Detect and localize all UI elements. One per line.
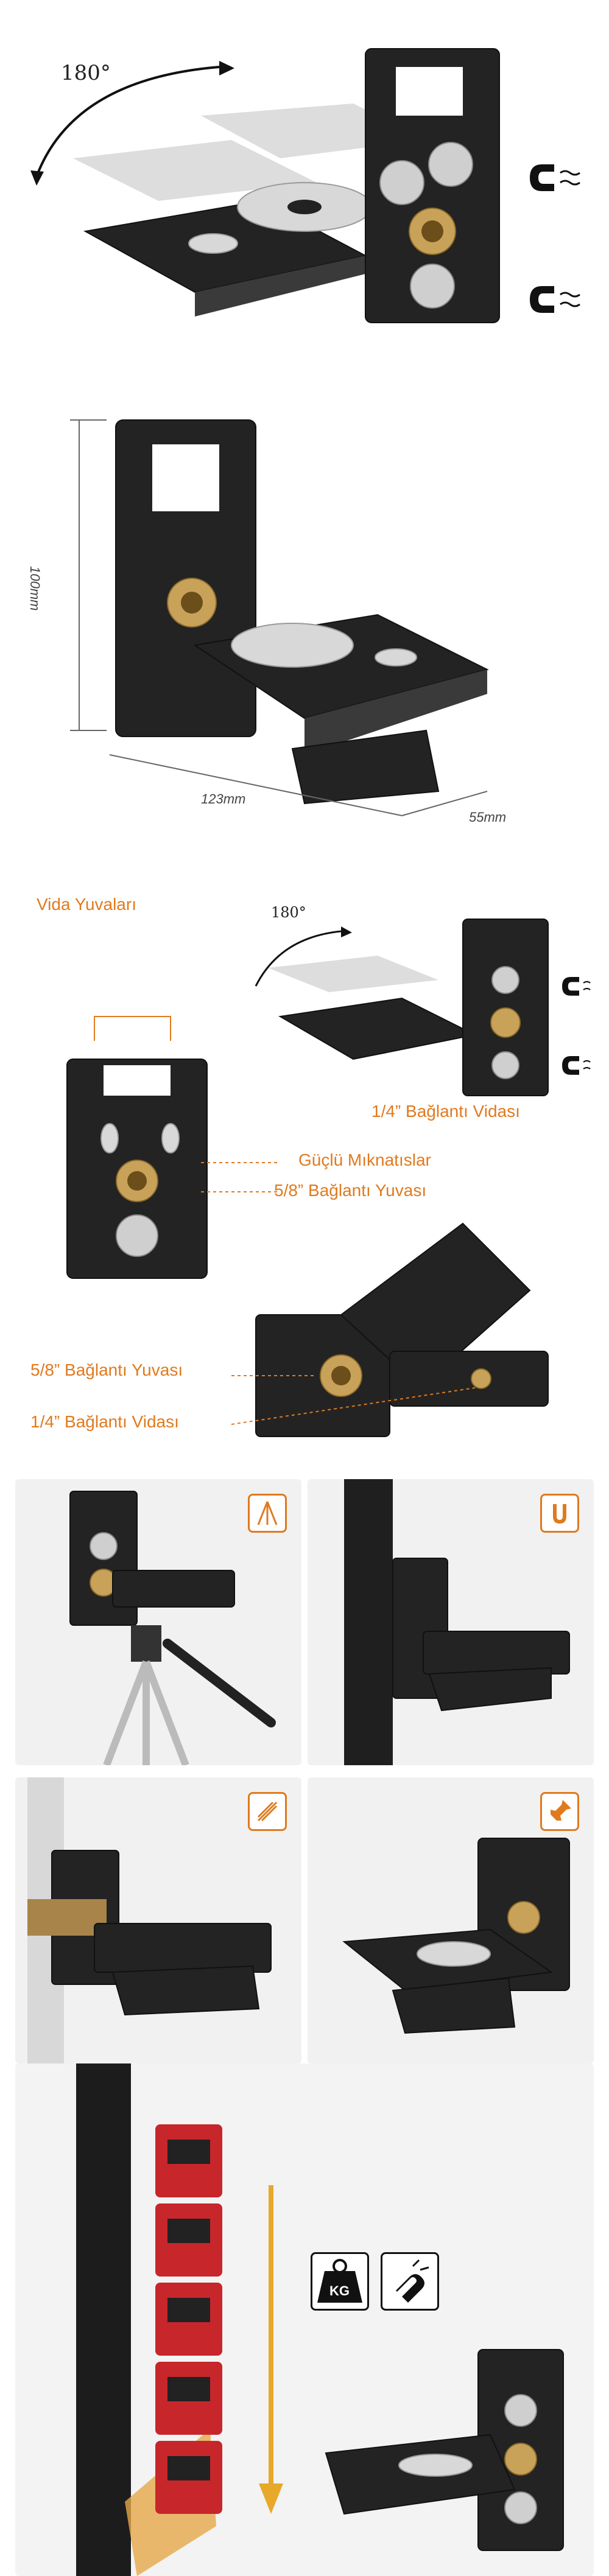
mini-rotation-arrow [255, 930, 342, 987]
bracket-slot [396, 67, 463, 116]
screw-slots-label: Vida Yuvaları [37, 895, 136, 914]
screw-14-label: 1/4” Bağlantı Vidası [371, 1102, 520, 1121]
hero-illustration [30, 48, 580, 323]
base-plate-edge [195, 256, 365, 317]
magnet-top-right [428, 142, 473, 187]
lower-bracket-arm [389, 1351, 549, 1407]
dimensions-illustration [70, 419, 489, 816]
magnet-icon [530, 286, 580, 313]
magnet-icon [381, 2252, 439, 2311]
dim-screw [375, 648, 417, 667]
usage-grid [0, 1479, 609, 2088]
base-screw [188, 233, 238, 254]
mini-rotation-label: 180° [271, 904, 306, 921]
mini-base-plate [278, 997, 477, 1060]
pin-icon [540, 1792, 579, 1831]
height-label: 100mm [27, 566, 43, 611]
screw-14-label-2: 1/4” Bağlantı Vidası [30, 1412, 179, 1431]
magnet-bottom [410, 264, 455, 309]
hero-panel: 180° [0, 0, 609, 365]
mini-ghost-plate [268, 956, 438, 992]
usage-tripod [15, 1479, 301, 1765]
tripod-icon [248, 1494, 287, 1533]
width-dim-line [109, 754, 403, 816]
weight-icon: KG [311, 2252, 369, 2311]
weight-kg-label: KG [329, 2283, 350, 2298]
depth-dim-line [401, 791, 488, 816]
dimensions-panel: 100mm 123mm 55mm [0, 390, 609, 840]
dim-clamp [291, 729, 440, 805]
front-bracket-slot [104, 1065, 171, 1096]
rotation-arrow-head [219, 61, 234, 75]
features-illustration [66, 919, 591, 1437]
magnet-icon [562, 977, 591, 996]
ghost-plate-1 [73, 140, 317, 201]
dim-base-edge [304, 670, 487, 755]
strong-magnets-label: Güçlü Mıknatıslar [298, 1150, 431, 1169]
front-magnet [116, 1214, 158, 1257]
rotation-label: 180° [61, 61, 111, 85]
dim-rotation-disk [231, 623, 354, 668]
usage-magnet-pole [308, 1479, 594, 1765]
features-panel: 180° Vida Yuvaları 1/4” Bağlantı Vidası … [0, 877, 609, 1467]
screw-slot-guide [94, 1016, 171, 1041]
magnet-icon [540, 1494, 579, 1533]
width-label: 123mm [201, 791, 246, 807]
usage-pin [308, 1777, 594, 2063]
magnet-top-left [379, 160, 424, 205]
weight-panel: KG [0, 2063, 609, 2576]
mount-58-label-2: 5/8” Bağlantı Yuvası [30, 1360, 183, 1379]
rotation-arrow [35, 66, 220, 177]
lower-brass-screw [471, 1368, 491, 1389]
front-screw-left [100, 1123, 119, 1153]
strap-icon [248, 1792, 287, 1831]
mount-58-label: 5/8” Bağlantı Yuvası [274, 1181, 427, 1200]
disk-hole [287, 200, 322, 214]
magnet-icon [562, 1056, 591, 1075]
brass-hole [421, 220, 443, 242]
front-screw-right [161, 1123, 180, 1153]
magnet-icon [530, 164, 580, 191]
usage-strap [15, 1777, 301, 2063]
depth-label: 55mm [469, 810, 507, 825]
weight-background [15, 2063, 594, 2576]
rotation-arrow-tail [30, 170, 44, 186]
dim-bracket-slot [152, 444, 219, 511]
vertical-bracket [365, 48, 500, 323]
